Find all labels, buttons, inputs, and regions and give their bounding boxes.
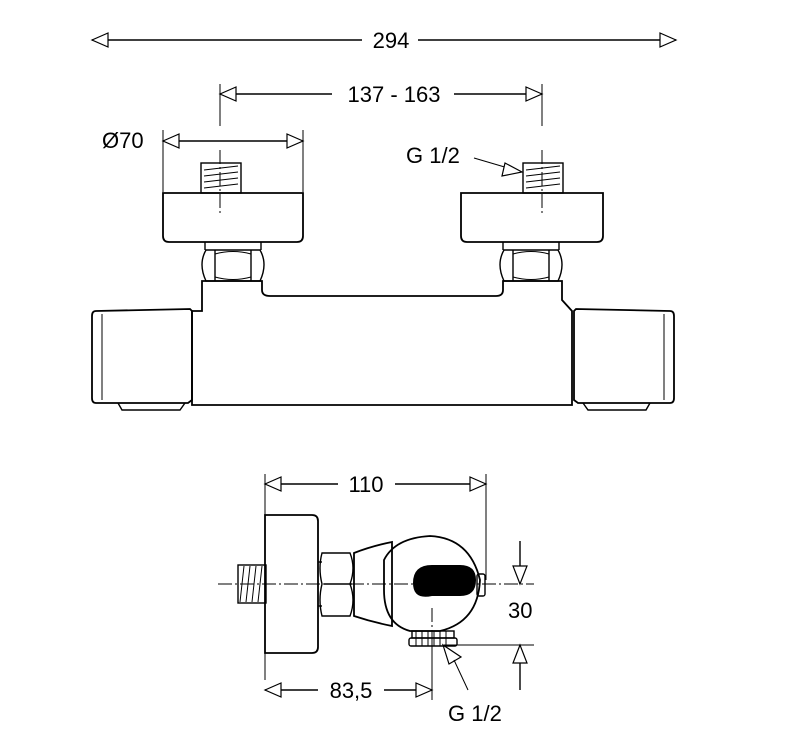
overall-width-label: 294 bbox=[373, 28, 410, 53]
bottom-outlet bbox=[408, 630, 458, 647]
left-inlet-thread bbox=[200, 162, 242, 194]
dimension-outlet-offset: 30 bbox=[444, 541, 534, 690]
mixer-body bbox=[191, 280, 573, 406]
side-nut bbox=[318, 552, 354, 617]
inlet-thread-label: G 1/2 bbox=[406, 143, 460, 168]
wall-thread bbox=[237, 564, 267, 604]
outlet-thread-callout: G 1/2 bbox=[441, 643, 502, 726]
dimension-depth: 110 bbox=[263, 472, 488, 680]
dimension-wall-to-outlet: 83,5 bbox=[263, 630, 434, 703]
dimension-overall-width: 294 bbox=[90, 28, 678, 53]
side-view: 110 30 83,5 G 1/2 bbox=[218, 472, 534, 726]
dimension-inlet-spacing: 137 - 163 bbox=[218, 82, 544, 126]
inlet-thread-callout: G 1/2 bbox=[406, 143, 524, 177]
outlet-thread-label: G 1/2 bbox=[448, 701, 502, 726]
left-handle bbox=[91, 308, 193, 411]
left-flange bbox=[162, 192, 304, 243]
side-body bbox=[383, 535, 481, 632]
depth-label: 110 bbox=[348, 472, 383, 497]
outlet-offset-label: 30 bbox=[508, 598, 532, 623]
dimension-flange-diameter: Ø70 bbox=[102, 128, 305, 192]
right-flange bbox=[460, 192, 604, 243]
side-flange bbox=[264, 514, 319, 654]
lever-slot bbox=[413, 565, 476, 597]
wall-to-outlet-label: 83,5 bbox=[330, 678, 373, 703]
flange-diameter-label: Ø70 bbox=[102, 128, 144, 153]
right-nut bbox=[499, 242, 563, 282]
inlet-spacing-label: 137 - 163 bbox=[348, 82, 441, 107]
front-view: 294 137 - 163 Ø70 G 1/2 bbox=[90, 28, 678, 411]
side-outlet-stub bbox=[476, 573, 486, 597]
right-handle bbox=[573, 308, 675, 411]
left-nut bbox=[201, 242, 265, 282]
right-inlet-thread bbox=[522, 162, 564, 194]
side-body-neck bbox=[353, 540, 393, 628]
